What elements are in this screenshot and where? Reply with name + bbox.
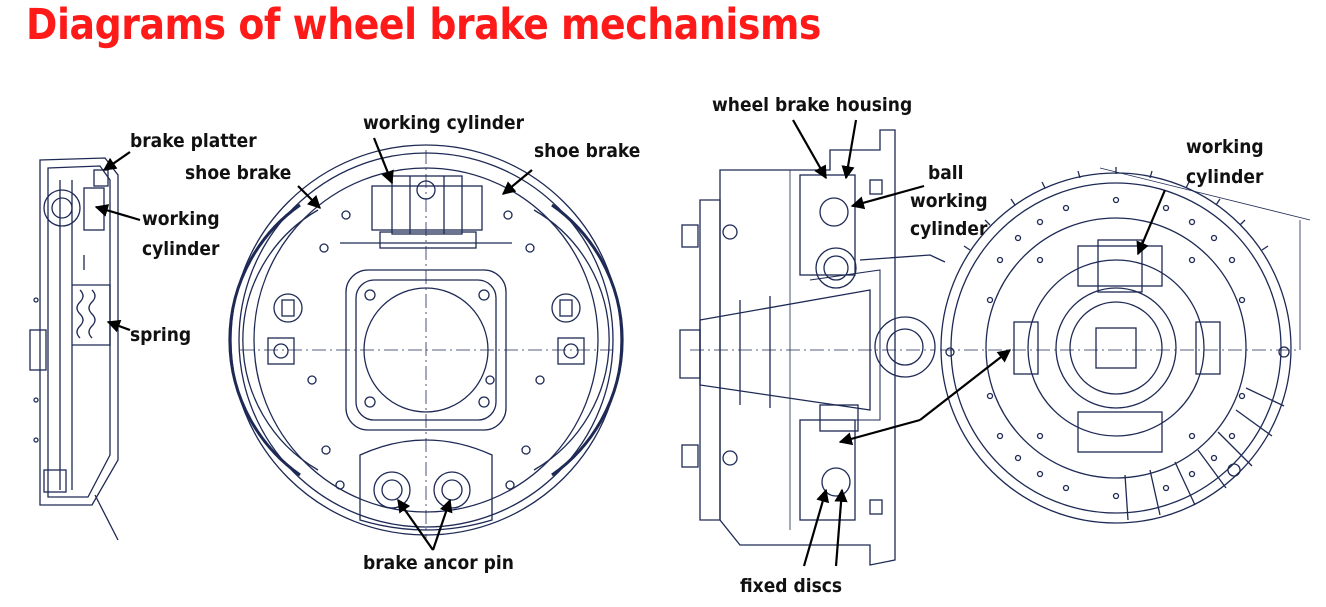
side-view-drawing	[29, 157, 119, 541]
label-ball-working-cylinder-line1: ball	[928, 162, 964, 184]
page-title: Diagrams of wheel brake mechanisms	[26, 0, 822, 50]
label-working-cylinder-left-line2: cylinder	[142, 238, 220, 260]
label-working-cylinder-left-line1: working	[142, 208, 220, 230]
label-brake-ancor-pin: brake ancor pin	[363, 552, 514, 574]
label-fixed-discs: fixed discs	[740, 575, 843, 597]
leader-arrows	[94, 119, 1167, 567]
drum-brake-front-drawing	[228, 144, 624, 540]
label-brake-platter: brake platter	[130, 130, 257, 152]
label-shoe-brake-right: shoe brake	[534, 140, 641, 162]
label-spring: spring	[130, 324, 192, 346]
label-ball-working-cylinder-line2: working	[910, 190, 988, 212]
disc-brake-section-drawing	[679, 129, 946, 566]
label-working-cylinder-right-line2: cylinder	[1186, 166, 1264, 188]
label-ball-working-cylinder-line3: cylinder	[910, 218, 988, 240]
label-shoe-brake-left: shoe brake	[185, 162, 292, 184]
label-working-cylinder-right-line1: working	[1186, 136, 1264, 158]
label-working-cylinder-top: working cylinder	[363, 112, 525, 134]
label-wheel-brake-housing: wheel brake housing	[712, 94, 913, 116]
disc-brake-front-drawing	[940, 167, 1311, 524]
